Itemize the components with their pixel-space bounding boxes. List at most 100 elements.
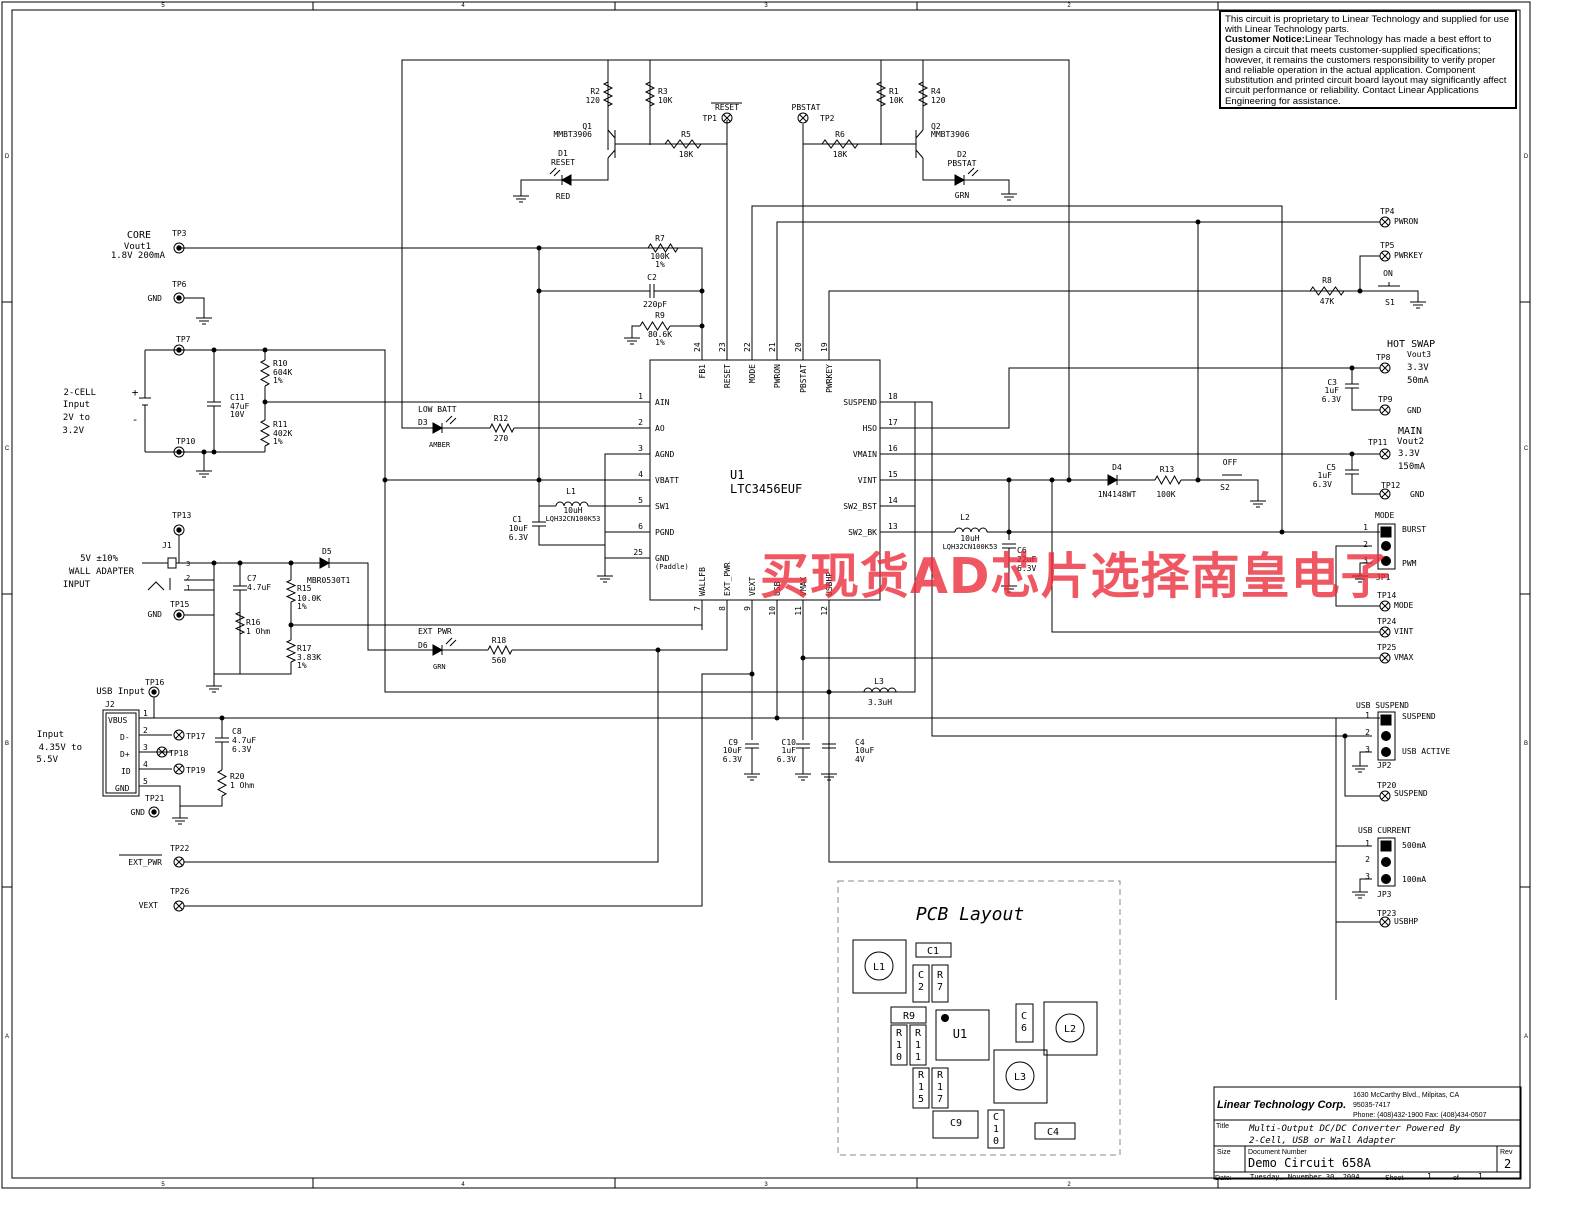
label-gnd: GND [131,808,146,817]
wire [538,526,605,546]
label-reset: RESET [715,103,739,112]
label-r7v: 100K [650,252,669,261]
pcb-r15-label: 1 [918,1082,924,1093]
u1-pin-name: PWRON [773,364,782,388]
diode [432,644,444,656]
label-vout2i: 150mA [1398,462,1426,472]
label-c6: C6 [1017,546,1027,555]
q1-emitter [607,129,616,139]
u1-pin-number: 11 [794,606,803,616]
junction-dot [536,288,542,294]
border-col-label: 3 [764,3,768,9]
label-suspend: SUSPEND [1402,712,1436,721]
q1-collector [607,149,616,159]
resistor [1154,474,1182,486]
test-point [1379,790,1391,802]
u1-pin-name: GND [655,554,670,563]
label-r13: R13 [1160,465,1175,474]
label-wall2: WALL ADAPTER [69,567,135,577]
label-pwm: PWM [1402,559,1417,568]
label-r13v: 100K [1156,490,1175,499]
u1-pin-name: WALLFB [698,567,707,596]
junction-dot [1195,477,1201,483]
label-c9v: 10uF [723,746,742,755]
wire [1344,736,1380,797]
ground-symbol [1001,188,1017,201]
pcb-c2-label: C [918,970,924,981]
wire [658,630,728,651]
label-r8: R8 [1322,276,1332,285]
u1-pin-name: SW2_BST [843,502,877,511]
notice-line2: Linear Technology has made a best effort… [1225,34,1507,107]
label-l1: L1 [566,487,576,496]
pcb-l3-label: L3 [1014,1072,1026,1083]
ground-symbol [795,768,811,781]
test-point [1379,626,1391,638]
wire [604,453,620,570]
customer-notice-box: This circuit is proprietary to Linear Te… [1219,10,1517,109]
u1-pin-name: AO [655,424,665,433]
label-tp13: TP13 [172,511,191,520]
wire [180,247,703,330]
pcb-r10-label: 1 [896,1040,902,1051]
junction-dot [1342,733,1348,739]
u1-pin-number: 14 [888,496,898,505]
label-d2: D2 [957,150,967,159]
label-burst: BURST [1402,525,1426,534]
label-c9r: 6.3V [723,755,742,764]
label-jp1: JP1 [1376,573,1391,582]
resistor [259,359,271,387]
label-n2: 2 [1363,540,1368,549]
label-off: OFF [1223,458,1238,467]
j1-jack [167,557,177,569]
wire [1242,479,1259,495]
wire [776,221,1380,330]
u1-pin-name: USBHP [825,572,834,596]
wire [1351,474,1380,495]
capacitor [745,743,759,749]
resistor [1309,286,1345,296]
label-ext_pwr: EXT_PWR [128,858,162,867]
pcb-c1 [915,942,952,958]
label-r4: R4 [931,87,941,96]
wire [1359,878,1372,886]
resistor [917,81,929,107]
u1-ref: U1 [730,468,744,482]
border-col-label: 4 [461,3,465,9]
wire [880,367,1380,429]
pcb-r9-label: R9 [903,1011,915,1022]
label-r1: R1 [889,87,899,96]
junction-dot [536,477,542,483]
label-wall1: 5V ±10% [80,554,119,564]
label-usbin: USB Input [96,687,145,697]
label-d1: D1 [558,149,568,158]
label-tp15: TP15 [170,600,189,609]
label-usbhp: USBHP [1394,917,1418,926]
pcb-c2-label: 2 [918,982,924,993]
border-col-label: 2 [1067,3,1071,9]
junction-dot [1006,529,1012,535]
u1-pin-number: 5 [638,496,643,505]
u1-pin-number: 15 [888,470,898,479]
label-r3v: 10K [658,96,673,105]
label-vout1: Vout1 [124,242,151,252]
capacitor [1002,543,1016,549]
jp3-pin [1380,840,1392,852]
of-label: of [1453,1175,1459,1182]
label-c7v: 4.7uF [247,583,271,592]
resistor [259,419,271,447]
date-label: Date: [1215,1175,1232,1182]
resistor [639,321,671,331]
resistor [647,243,679,253]
jp2-header [1377,711,1396,761]
pcb-c6-label: 6 [1021,1023,1027,1034]
ground-symbol [744,768,760,781]
label-c4: C4 [855,738,865,747]
pcb-r7 [931,964,949,1003]
ground-symbol [196,312,212,325]
wire [1359,751,1372,760]
junction-dot [262,399,268,405]
jp1-pin [1380,526,1392,538]
led-arrows [549,167,561,177]
